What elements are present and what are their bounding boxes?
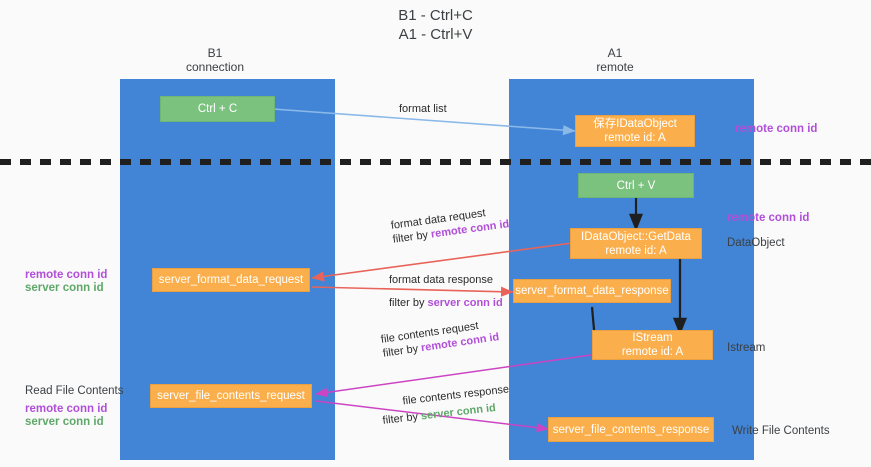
note-right-dataobject: DataObject — [727, 237, 785, 249]
title-line-2: A1 - Ctrl+V — [398, 26, 473, 43]
column-header-b1-role: connection — [185, 60, 245, 74]
node-save-dataobject-sub: remote id: A — [604, 132, 666, 144]
column-header-b1-name: B1 — [207, 46, 223, 60]
note-left-read-remote-conn-id: remote conn id — [25, 403, 108, 415]
note-right-write-file-contents: Write File Contents — [732, 425, 830, 437]
node-ctrl-v[interactable]: Ctrl + V — [578, 173, 694, 198]
node-ctrl-c-label: Ctrl + C — [197, 103, 238, 115]
edge-label-format-list: format list — [399, 102, 447, 116]
node-ctrl-v-label: Ctrl + V — [616, 179, 656, 192]
edge-format-data-request — [311, 242, 573, 282]
edge-format-list — [272, 108, 576, 136]
node-getdata-label: IDataObject::GetData — [581, 230, 691, 243]
note-left-remote-conn-id: remote conn id — [25, 269, 108, 281]
node-save-dataobject-label: 保存IDataObject — [593, 118, 677, 130]
note-left-read-file-contents: Read File Contents — [25, 385, 124, 397]
edge-label-format-data-response-text: format data response — [389, 274, 493, 286]
column-header-a1: A1 remote — [555, 46, 675, 74]
column-header-a1-role: remote — [596, 60, 634, 74]
filter-key-server-conn-id: server conn id — [427, 297, 503, 309]
node-server-file-contents-response-label: server_file_contents_response — [552, 423, 710, 436]
note-right-top-remote-conn-id: remote conn id — [735, 123, 818, 135]
node-istream-label: IStream — [632, 332, 673, 344]
node-server-format-data-response-label: server_format_data_response — [515, 285, 669, 297]
node-istream-sub: remote id: A — [621, 346, 684, 358]
node-server-format-data-request-label: server_format_data_request — [158, 274, 304, 286]
edge-format-data-response — [311, 286, 514, 297]
node-getdata-sub: remote id: A — [605, 244, 667, 257]
title-line-1: B1 - Ctrl+C — [398, 7, 473, 24]
node-ctrl-c[interactable]: Ctrl + C — [160, 96, 275, 122]
node-server-format-data-response[interactable]: server_format_data_response — [513, 279, 671, 303]
node-server-file-contents-request-label: server_file_contents_request — [157, 390, 305, 402]
note-right-mid-remote-conn-id: remote conn id — [727, 212, 810, 224]
node-server-format-data-request[interactable]: server_format_data_request — [152, 268, 310, 292]
page-title: B1 - Ctrl+C A1 - Ctrl+V — [0, 6, 871, 44]
note-left-server-conn-id: server conn id — [25, 282, 104, 294]
edge-label-format-list-text: format list — [399, 103, 447, 115]
note-left-read-server-conn-id: server conn id — [25, 416, 104, 428]
node-save-dataobject[interactable]: 保存IDataObject remote id: A — [575, 115, 695, 147]
edge-label-format-data-response-filter: filter by server conn id — [389, 296, 503, 310]
edge-label-format-data-response: format data response filter by server co… — [389, 273, 503, 310]
node-server-file-contents-response[interactable]: server_file_contents_response — [548, 417, 714, 442]
note-right-istream: Istream — [727, 342, 766, 354]
filter-prefix: filter by — [389, 297, 428, 309]
node-istream[interactable]: IStream remote id: A — [592, 330, 713, 360]
edge-file-contents-response — [315, 400, 549, 433]
node-server-file-contents-request[interactable]: server_file_contents_request — [150, 384, 312, 408]
edge-file-contents-request — [315, 354, 592, 398]
column-header-b1: B1 connection — [155, 46, 275, 74]
column-header-a1-name: A1 — [607, 46, 623, 60]
